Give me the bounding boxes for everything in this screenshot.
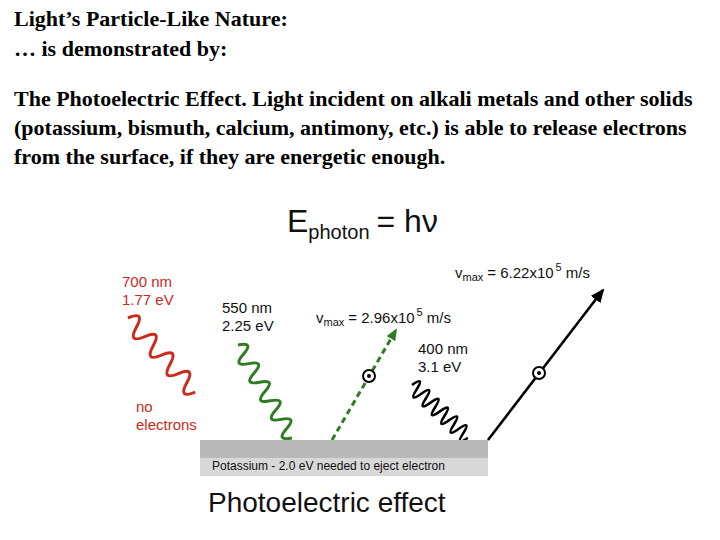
slide-paragraph: The Photoelectric Effect. Light incident…: [14, 84, 706, 171]
wavelength-label: 400 nm3.1 eV: [418, 340, 488, 376]
velocity-unit: m/s: [427, 309, 451, 327]
slow-electron-path: [332, 330, 396, 440]
metal-surface-band: Potassium - 2.0 eV needed to eject elect…: [200, 440, 488, 476]
wavelength-text: 400 nm: [418, 340, 488, 358]
violet-light-wave: [407, 379, 474, 443]
red-light-wave: [121, 312, 202, 398]
formula-symbol: = hν: [377, 203, 438, 239]
slide-heading: Light’s Particle-Like Nature:: [14, 4, 706, 33]
heading-text: Light’s Particle-Like Nature:: [14, 4, 706, 33]
green-light-wave: [231, 341, 299, 442]
wavelength-label: 700 nm1.77 eV: [122, 273, 202, 309]
subheading-text: … is demonstrated by:: [14, 34, 706, 63]
velocity-exponent: 5: [417, 303, 423, 321]
velocity-unit: m/s: [566, 264, 590, 282]
formula-subscript: photon: [308, 214, 369, 250]
velocity-subscript: max: [463, 268, 484, 286]
wavelength-text: 550 nm: [222, 299, 302, 317]
velocity-exponent: 5: [556, 258, 562, 276]
velocity-value: = 2.96x10: [348, 309, 414, 327]
note-text: no electrons: [136, 398, 206, 434]
surface-text: Potassium - 2.0 eV needed to eject elect…: [212, 459, 478, 474]
photon-energy-formula: Ephoton= hν: [287, 203, 438, 250]
wavelength-label: 550 nm2.25 eV: [222, 299, 302, 335]
fast-electron-path: [488, 290, 603, 440]
result-note: no electrons: [136, 398, 206, 434]
formula-symbol: E: [287, 203, 308, 239]
caption-text: Photoelectric effect: [208, 486, 446, 520]
energy-text: 3.1 eV: [418, 358, 488, 376]
slide-subheading: … is demonstrated by:: [14, 34, 706, 63]
electron-symbol: [363, 370, 375, 382]
velocity-symbol: v: [455, 264, 463, 282]
energy-text: 2.25 eV: [222, 317, 302, 335]
velocity-label: vmax= 6.22x105m/s: [455, 258, 590, 286]
velocity-label: vmax= 2.96x105m/s: [316, 303, 451, 331]
electron-dot: [537, 371, 541, 375]
body-text: The Photoelectric Effect. Light incident…: [14, 84, 706, 171]
velocity-value: = 6.22x10: [487, 264, 553, 282]
figure-caption: Photoelectric effect: [208, 486, 446, 524]
velocity-subscript: max: [324, 313, 345, 331]
velocity-symbol: v: [316, 309, 324, 327]
electron-symbol: [533, 367, 545, 379]
energy-text: 1.77 eV: [122, 291, 202, 309]
electron-dot: [367, 374, 371, 378]
wavelength-text: 700 nm: [122, 273, 202, 291]
